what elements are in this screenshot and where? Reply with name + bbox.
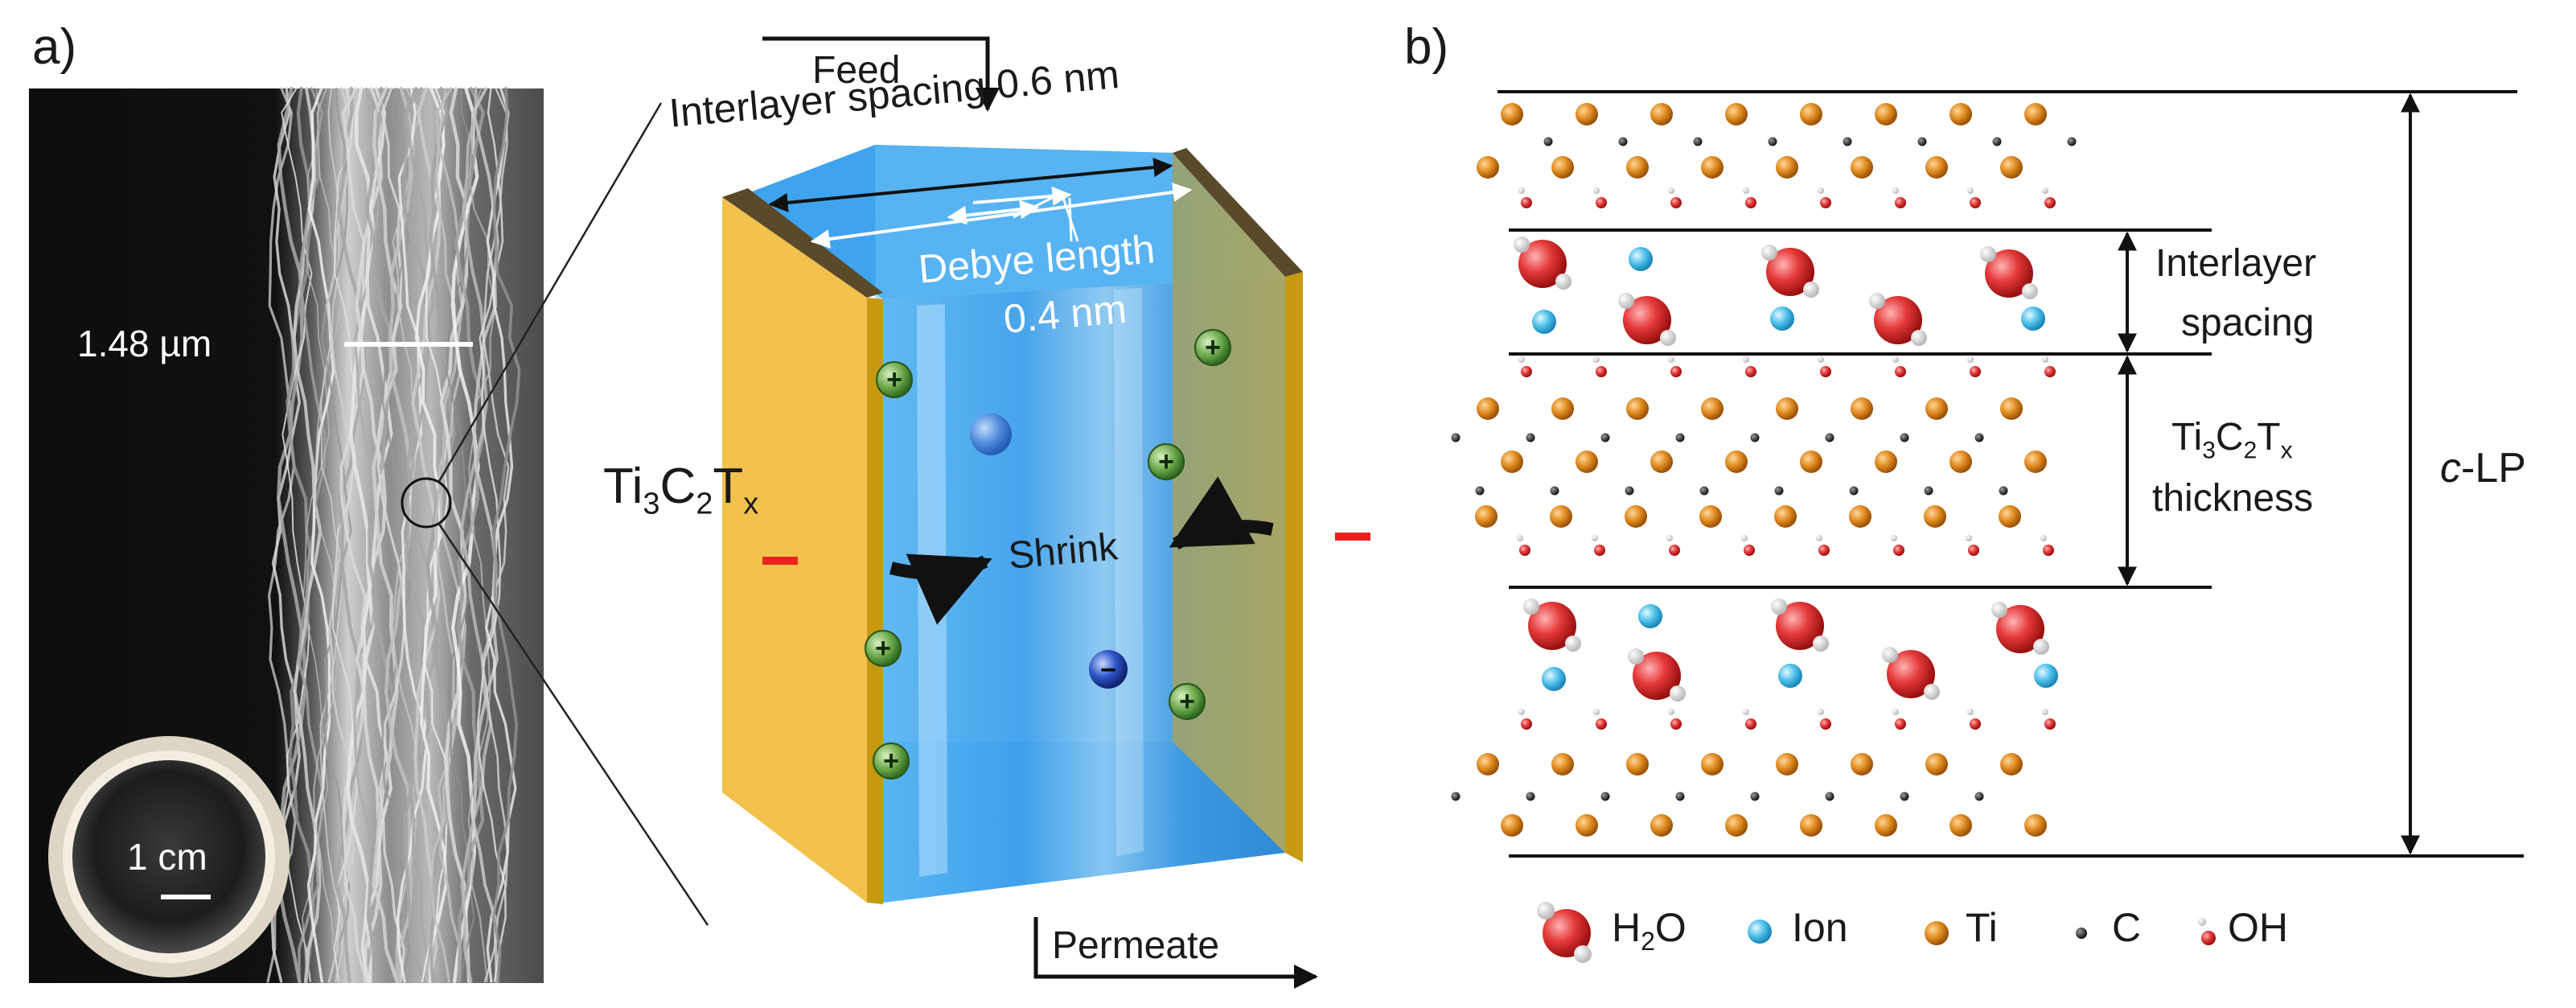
channel-material-label: Ti3C2Tx (603, 459, 759, 521)
feed-label: Feed (812, 49, 901, 92)
shrink-label: Shrink (1006, 525, 1120, 578)
legend-ion-label: Ion (1792, 905, 1848, 950)
right-wall-negative-charge (1335, 533, 1370, 541)
neutral-ion (970, 413, 1012, 455)
zoom-line-top (437, 102, 663, 483)
legend-c-marker (2076, 928, 2087, 939)
water-molecule (1980, 246, 2038, 299)
ion (2034, 664, 2058, 688)
cation-ion: + (1148, 443, 1185, 480)
anion-ion: − (1089, 650, 1128, 689)
zoom-line-bottom (437, 522, 709, 926)
debye-length-value: 0.4 nm (1001, 286, 1128, 342)
cation-ion: + (873, 743, 910, 780)
legend-oh-label: OH (2228, 905, 2288, 950)
ion (2021, 307, 2045, 331)
cation-ion: + (1169, 683, 1206, 720)
permeate-arrow (1033, 917, 1318, 989)
membrane-photo-inset (48, 736, 290, 977)
ion (1532, 310, 1556, 334)
svg-text:+: + (883, 746, 899, 776)
c-lp-label: c-LP (2440, 445, 2526, 492)
shrink-arrow-left (889, 553, 992, 625)
svg-text:+: + (875, 633, 891, 664)
water-molecule (1523, 599, 1581, 652)
ion (1638, 604, 1662, 628)
svg-text:+: + (1205, 332, 1221, 363)
cation-ion: + (876, 361, 913, 398)
layered-structure (1451, 90, 2524, 858)
nanochannel-model: + + + + + + − (722, 36, 1370, 989)
water-molecule (1761, 245, 1819, 298)
water-molecule (1869, 293, 1927, 346)
magnifier-circle (401, 477, 452, 529)
legend-ion-marker (1748, 920, 1772, 944)
svg-text:+: + (1179, 686, 1195, 717)
panel-b-label: b) (1404, 19, 1449, 75)
water-molecule (1991, 602, 2049, 655)
photo-scale-label: 1 cm (127, 836, 207, 878)
thickness-caption-2: thickness (2152, 477, 2314, 520)
ion (1542, 667, 1566, 691)
left-wall-negative-charge (762, 557, 798, 565)
legend-h2o-label: H2O (1612, 905, 1687, 956)
legend (1537, 902, 2216, 963)
cation-ion: + (1194, 329, 1231, 366)
svg-text:−: − (1100, 655, 1116, 685)
legend-oh-marker (2198, 918, 2216, 945)
feed-arrow (762, 36, 1000, 112)
water-molecule (1618, 293, 1676, 346)
thickness-caption-formula: Ti3C2Tx (2171, 416, 2293, 464)
shrink-arrow-right (1169, 476, 1274, 550)
interlayer-spacing-caption-2: spacing (2181, 302, 2315, 344)
water-molecule (1628, 648, 1686, 701)
permeate-label: Permeate (1052, 924, 1220, 967)
interlayer-spacing-caption-1: Interlayer (2155, 242, 2317, 285)
cation-ion: + (865, 630, 902, 667)
legend-ti-marker (1925, 921, 1949, 945)
legend-h2o-marker (1537, 902, 1592, 963)
legend-ti-label: Ti (1966, 905, 1998, 950)
sem-image (29, 86, 544, 984)
panel-a-label: a) (32, 19, 77, 75)
ion (1778, 664, 1802, 688)
ion (1629, 247, 1653, 271)
water-molecule (1882, 647, 1940, 700)
svg-text:+: + (1158, 446, 1174, 477)
ion (1770, 307, 1794, 331)
water-molecule (1771, 599, 1829, 652)
legend-c-label: C (2112, 905, 2142, 950)
water-molecule (1514, 237, 1571, 290)
svg-text:+: + (886, 364, 902, 395)
sem-thickness-label: 1.48 µm (77, 323, 212, 364)
